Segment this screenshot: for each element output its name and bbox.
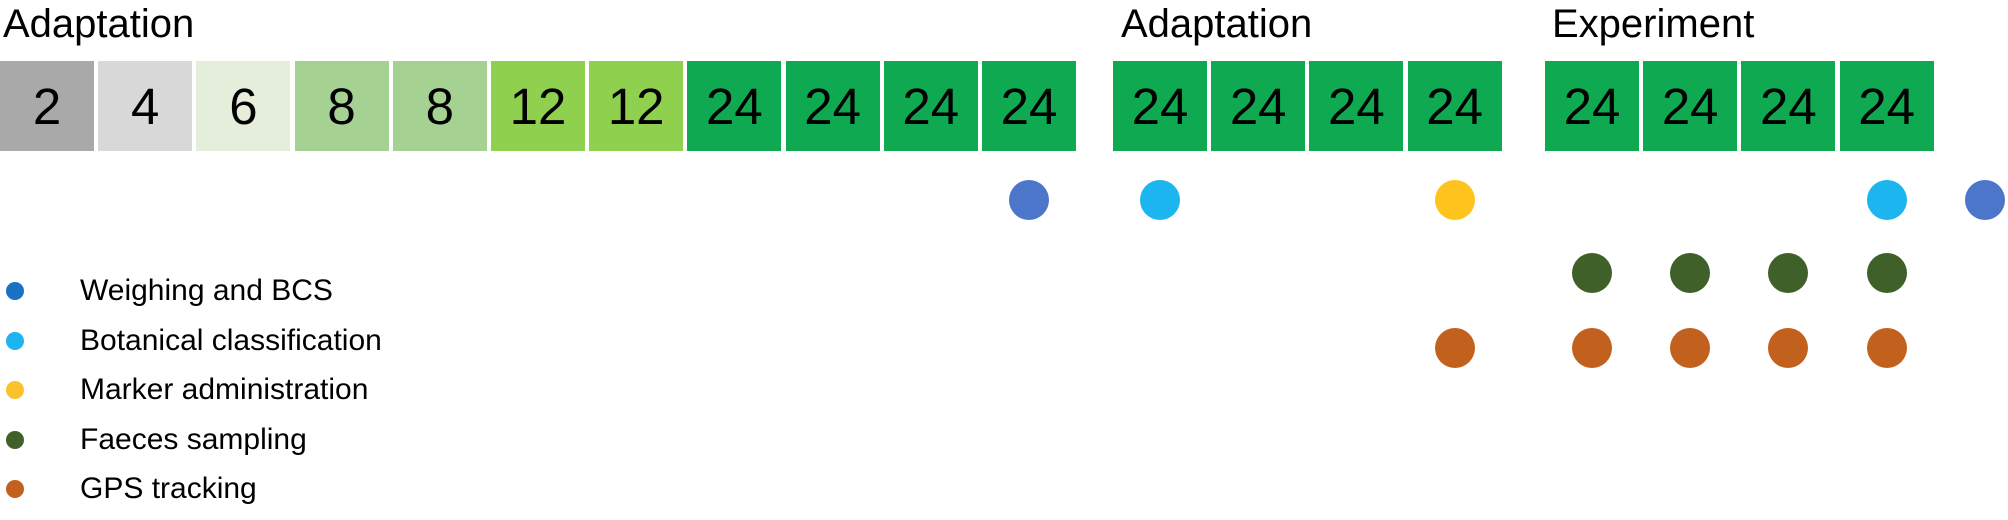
timeline-box: 12: [589, 61, 684, 151]
timeline-box: 6: [196, 61, 291, 151]
group-title: Adaptation: [3, 2, 195, 46]
event-dot-gps: [1670, 328, 1711, 368]
timeline-box: 24: [883, 61, 978, 151]
event-dot-faeces: [1768, 253, 1809, 293]
event-dot-faeces: [1572, 253, 1612, 293]
event-dot-gps: [1572, 328, 1612, 368]
event-dot-faeces: [1866, 253, 1907, 293]
event-dot-gps: [1434, 328, 1475, 368]
timeline-box: 24: [1545, 61, 1639, 151]
legend-item-botanical: Botanical classification: [6, 323, 382, 359]
legend-item-marker: Marker administration: [6, 372, 368, 408]
timeline-box: 24: [982, 61, 1076, 151]
timeline-box: 24: [1211, 61, 1306, 151]
timeline-box: 24: [1643, 61, 1738, 151]
legend-item-faeces: Faeces sampling: [6, 422, 307, 458]
timeline-box: 24: [687, 61, 782, 151]
timeline-box: 24: [1407, 61, 1502, 151]
legend-dot-botanical: [6, 331, 24, 350]
timeline-box: 24: [1839, 61, 1934, 151]
legend-item-gps: GPS tracking: [6, 471, 257, 507]
timeline-box: 12: [491, 61, 585, 151]
legend-dot-gps: [6, 480, 24, 498]
event-dot-gps: [1866, 328, 1907, 368]
legend-item-weighing_bcs: Weighing and BCS: [6, 273, 333, 309]
event-dot-faeces: [1670, 253, 1711, 293]
legend-dot-faeces: [6, 430, 24, 449]
event-dot-marker: [1434, 180, 1475, 220]
group-title: Experiment: [1552, 2, 1755, 46]
event-dot-botanical: [1140, 180, 1180, 220]
legend-dot-marker: [6, 381, 24, 399]
group-title: Adaptation: [1121, 2, 1313, 46]
timeline-box: 24: [1113, 61, 1207, 151]
event-dot-weighing_bcs: [1009, 180, 1049, 220]
timeline-box: 8: [392, 61, 487, 151]
legend-label: Weighing and BCS: [80, 274, 333, 307]
timeline-box: 2: [0, 61, 94, 151]
timeline-box: 24: [785, 61, 880, 151]
legend-label: Marker administration: [80, 373, 369, 406]
legend-label: Botanical classification: [80, 323, 382, 357]
legend-label: GPS tracking: [80, 472, 257, 505]
timeline-box: 24: [1741, 61, 1836, 151]
event-dot-gps: [1768, 328, 1809, 368]
legend-dot-weighing_bcs: [6, 282, 24, 300]
event-dot-botanical: [1866, 180, 1907, 220]
timeline-box: 4: [98, 61, 193, 151]
event-dot-weighing_bcs: [1964, 180, 2005, 220]
legend-label: Faeces sampling: [80, 422, 307, 456]
timeline-box: 8: [294, 61, 389, 151]
timeline-box: 24: [1309, 61, 1404, 151]
